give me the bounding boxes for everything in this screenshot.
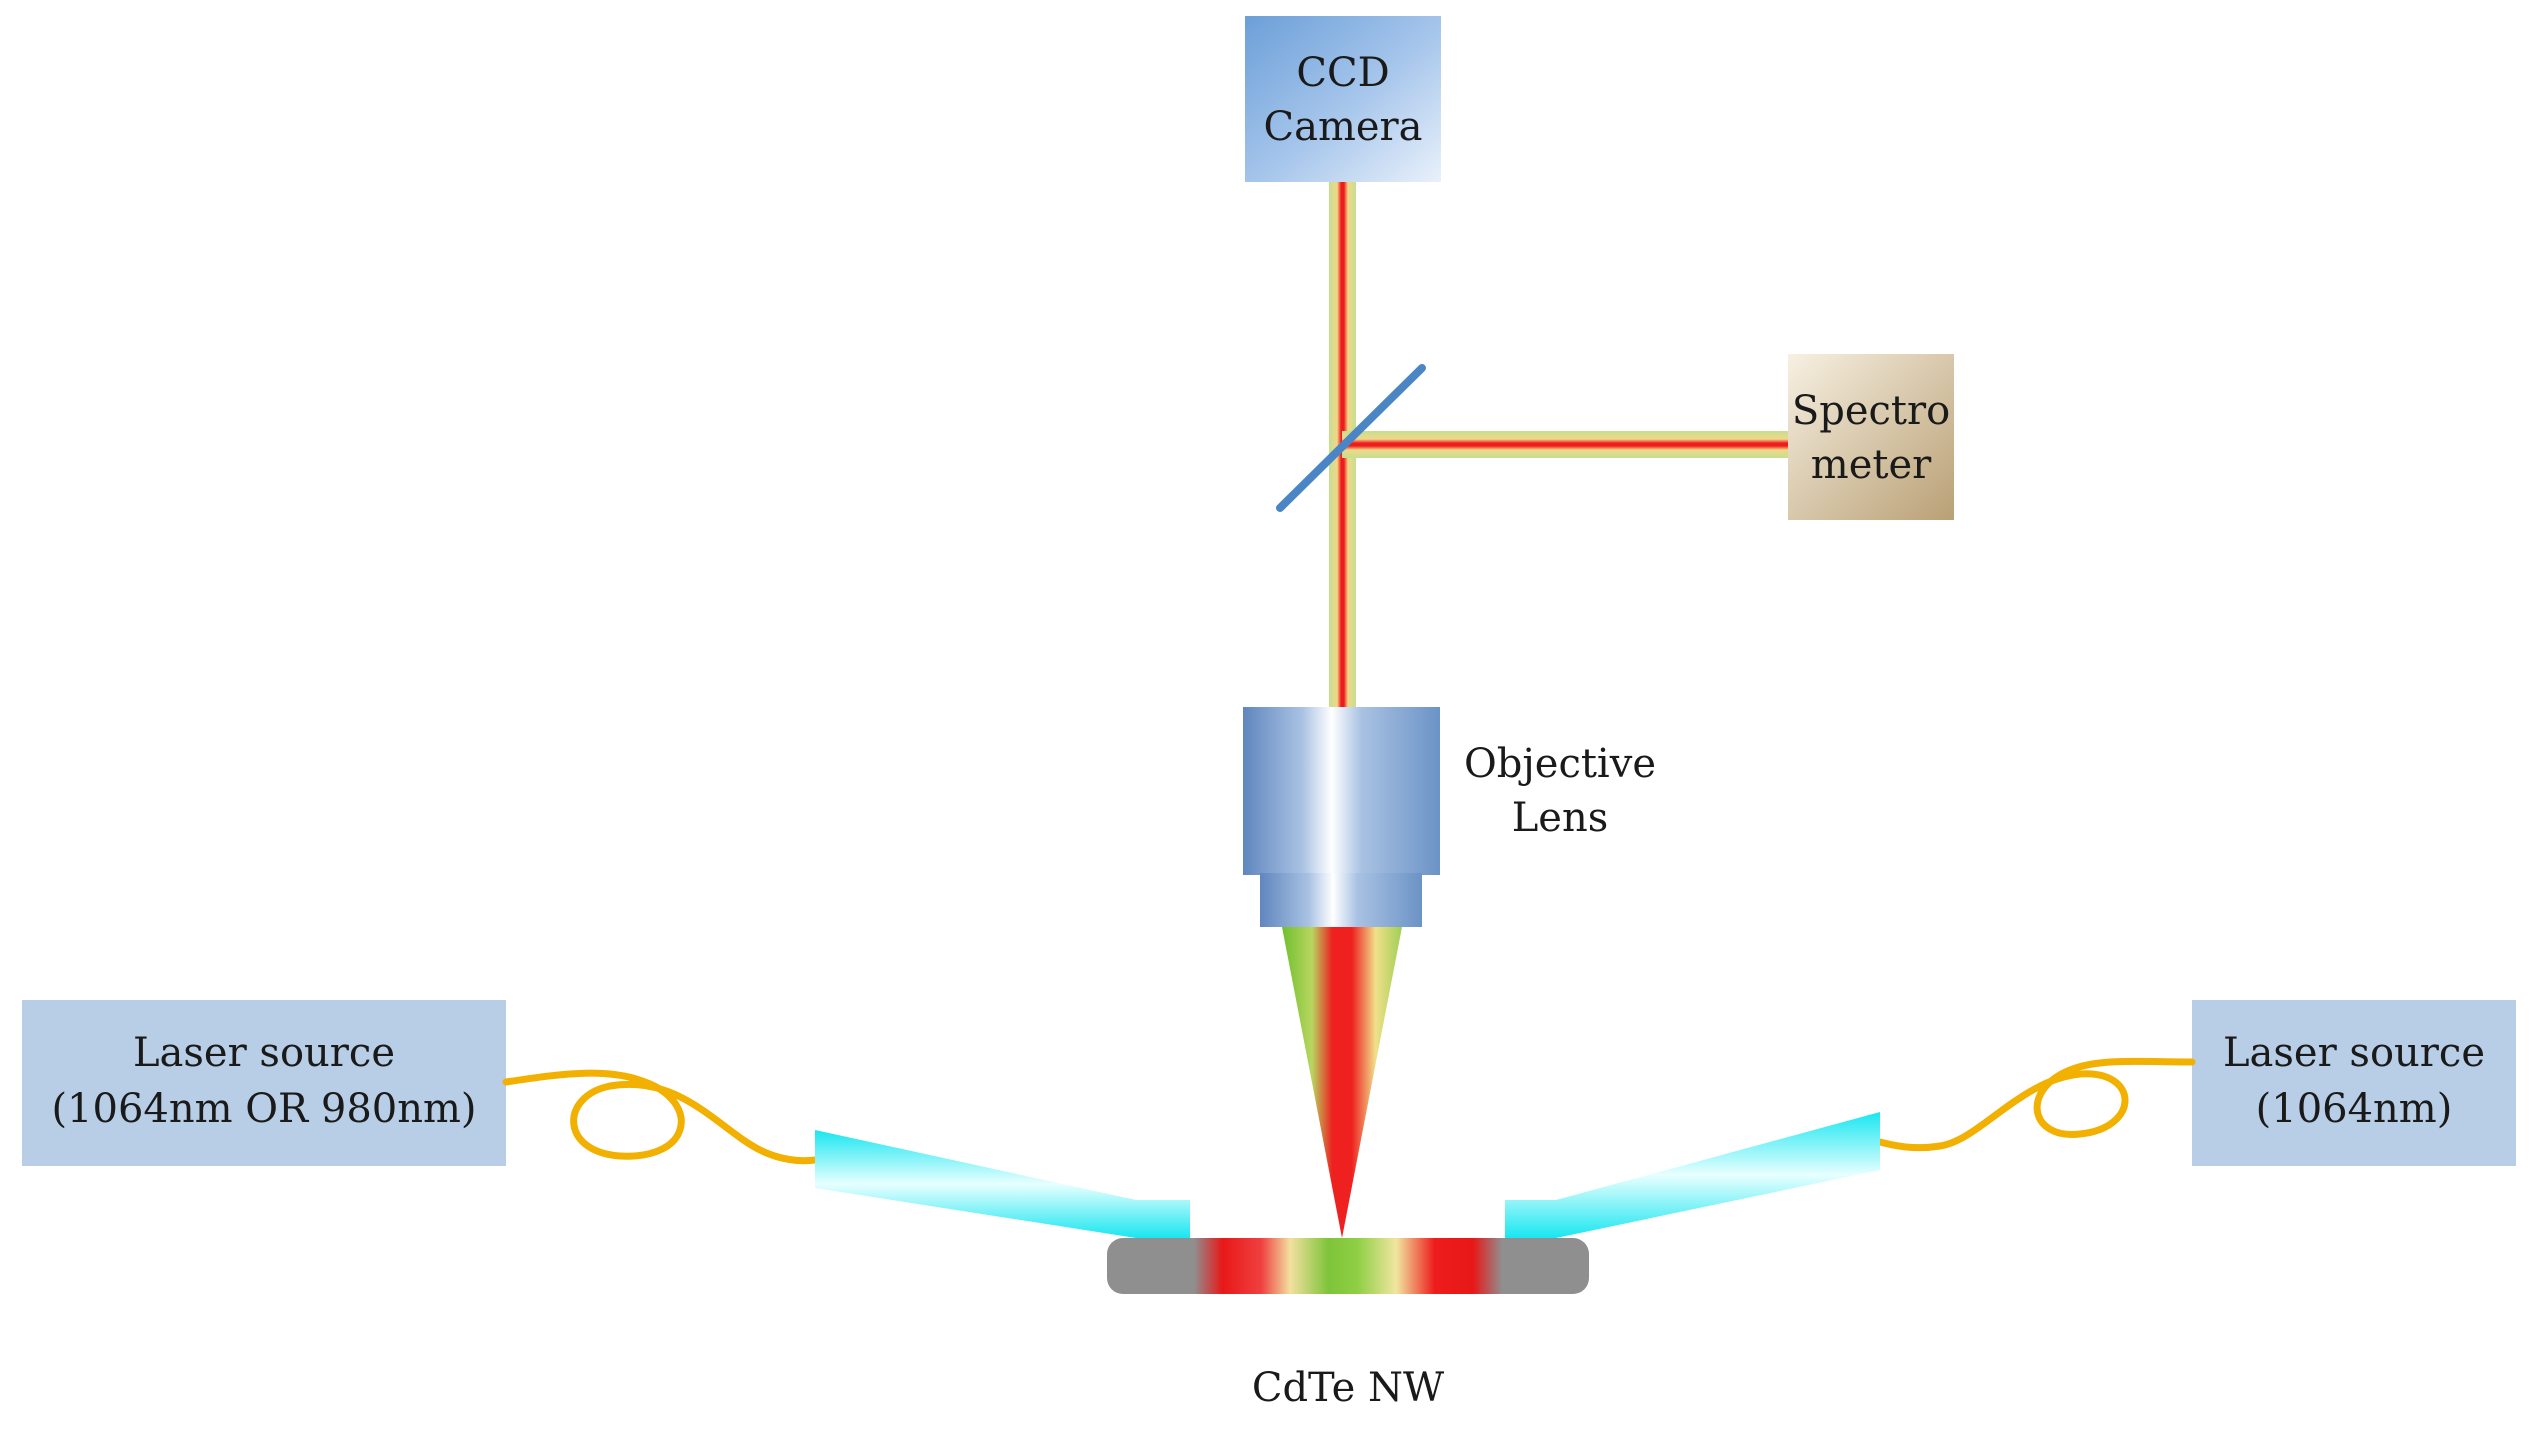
ccd-camera-label-line2: Camera: [1263, 104, 1422, 150]
laser-left-label-line1: Laser source: [133, 1030, 395, 1076]
laser-source-left-box: Laser source (1064nm OR 980nm): [22, 1000, 506, 1166]
optical-fiber-right: [1876, 1057, 2196, 1152]
focused-beam-cone: [1282, 927, 1402, 1238]
ccd-camera-label-line1: CCD: [1296, 50, 1389, 96]
laser-left-label-line2: (1064nm OR 980nm): [51, 1086, 476, 1132]
tapered-fiber-left: [815, 1130, 1190, 1238]
optical-fiber-left: [502, 1069, 819, 1165]
spectrometer-label-line1: Spectro: [1792, 388, 1950, 434]
spectrometer-label-line2: meter: [1811, 442, 1932, 488]
ccd-camera-box: CCD Camera: [1245, 16, 1441, 182]
laser-right-label-line2: (1064nm): [2256, 1086, 2453, 1132]
beam-splitter: [1276, 364, 1426, 512]
cdte-nanowire-label: CdTe NW: [1252, 1365, 1444, 1411]
cdte-nanowire: [1107, 1238, 1589, 1294]
objective-lens-label-line1: Objective: [1464, 741, 1656, 787]
objective-lens-label-line2: Lens: [1512, 795, 1609, 841]
spectrometer-box: Spectro meter: [1788, 354, 1954, 520]
objective-lens: [1243, 707, 1440, 927]
horizontal-beam: [1342, 431, 1790, 458]
laser-right-label-line1: Laser source: [2223, 1030, 2485, 1076]
laser-source-right-box: Laser source (1064nm): [2192, 1000, 2516, 1166]
tapered-fiber-right: [1505, 1112, 1880, 1238]
